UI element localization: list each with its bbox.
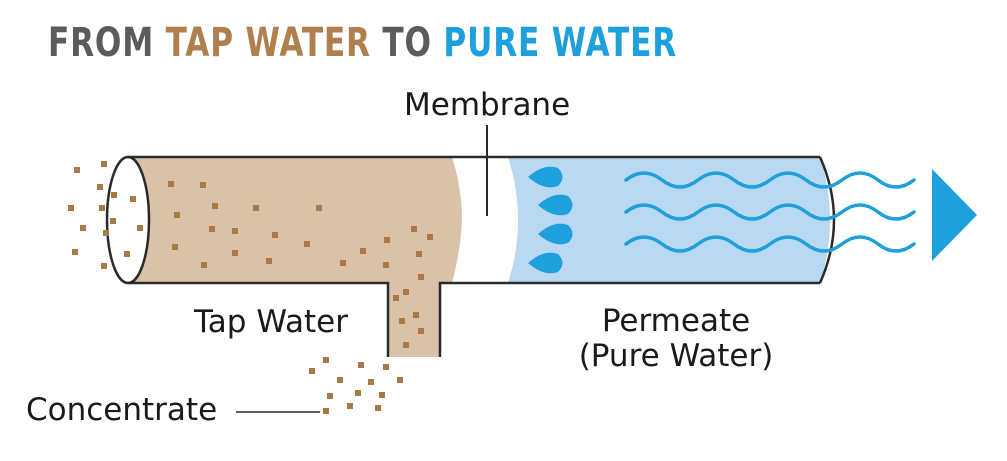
concentrate-label: Concentrate	[26, 392, 218, 428]
headline-tap-water: TAP WATER	[165, 20, 371, 66]
concentrate-particles	[309, 357, 403, 414]
permeate-label: Permeate (Pure Water)	[566, 306, 786, 372]
droplet-icons	[528, 166, 573, 274]
outflow-arrow-icon	[932, 169, 977, 261]
wave-line	[624, 203, 916, 221]
headline: FROM TAP WATER TO PURE WATER	[48, 20, 677, 66]
tap-water-label: Tap Water	[194, 304, 348, 340]
headline-pure-water: PURE WATER	[443, 20, 677, 66]
water-wave-lines	[624, 171, 916, 253]
tube-outlet-edge	[818, 156, 836, 284]
droplet-icon	[528, 252, 563, 274]
permeate-label-line2: (Pure Water)	[578, 338, 774, 374]
droplet-icon	[538, 194, 573, 216]
headline-to: TO	[370, 20, 444, 66]
droplet-icon	[528, 166, 563, 188]
wave-line	[624, 171, 916, 189]
tube-outline	[128, 155, 820, 357]
membrane-band	[452, 157, 518, 283]
tap-water-section	[128, 157, 462, 357]
droplet-icon	[538, 223, 573, 245]
inlet-particles	[68, 161, 143, 269]
tap-particles	[168, 181, 433, 348]
wave-line	[624, 235, 916, 253]
headline-from: FROM	[48, 20, 166, 66]
membrane-label: Membrane	[404, 87, 571, 123]
permeate-label-line1: Permeate	[601, 303, 751, 339]
